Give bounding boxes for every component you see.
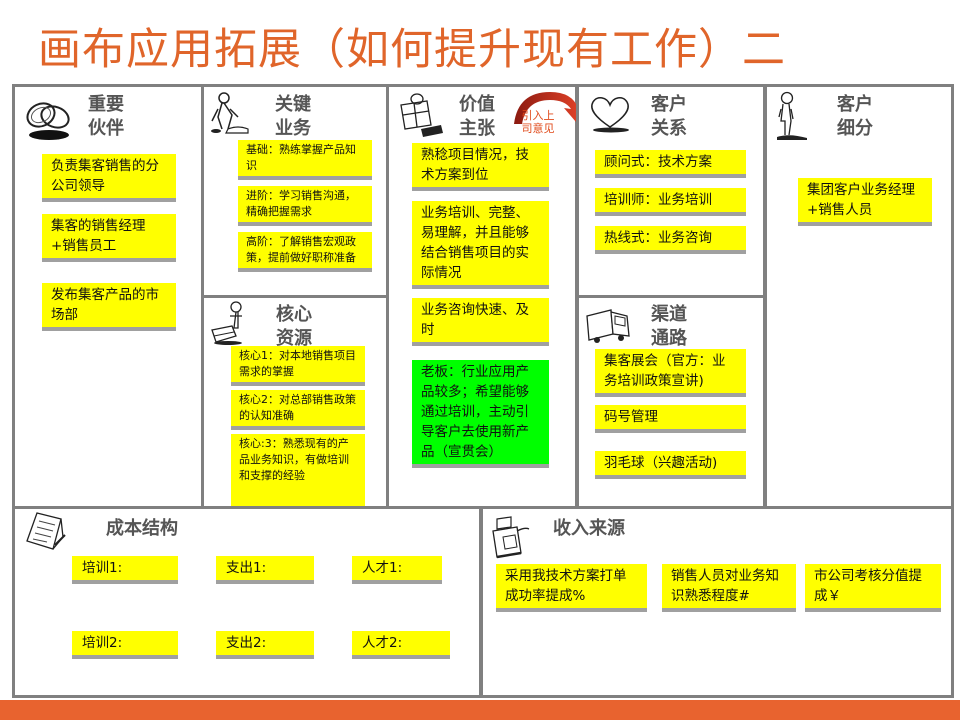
sticky-note[interactable]: 业务咨询快速、及时 xyxy=(412,298,549,346)
revenue-streams-heading: 收入来源 xyxy=(553,518,625,539)
sticky-note[interactable]: 销售人员对业务知识熟悉程度# xyxy=(662,564,796,612)
key-partners-heading: 重要 伙伴 xyxy=(88,94,124,139)
arrow-label: 引入上司意见 xyxy=(521,109,555,135)
sticky-note[interactable]: 进阶：学习销售沟通，精确把握需求 xyxy=(238,186,372,226)
customer-segments-heading: 客户 细分 xyxy=(837,94,873,139)
sticky-note[interactable]: 羽毛球（兴趣活动) xyxy=(595,451,746,479)
heart-icon xyxy=(587,93,633,135)
key-partners-block: 重要 伙伴 负责集客销售的分公司领导 集客的销售经理+销售员工 发布集客产品的市… xyxy=(12,84,205,510)
cost-structure-block: 成本结构 培训1: 支出1: 人才1: 培训2: 支出2: 人才2: xyxy=(12,506,482,698)
sticky-note[interactable]: 顾问式：技术方案 xyxy=(595,150,746,178)
footer-bar xyxy=(0,700,960,720)
sticky-note[interactable]: 采用我技术方案打单成功率提成% xyxy=(496,564,647,612)
standing-person-icon xyxy=(773,91,813,143)
sticky-note[interactable]: 人才1: xyxy=(352,556,442,584)
sticky-note[interactable]: 核心:3：熟悉现有的产品业务知识，有做培训和支撑的经验 xyxy=(231,434,365,510)
key-resources-block: 核心 资源 核心1：对本地销售项目需求的掌握 核心2：对总部销售政策的认知准确 … xyxy=(201,295,390,510)
sticky-note[interactable]: 人才2: xyxy=(352,631,450,659)
sticky-note[interactable]: 码号管理 xyxy=(595,405,746,433)
sticky-note[interactable]: 负责集客销售的分公司领导 xyxy=(42,154,176,202)
sticky-note[interactable]: 市公司考核分值提成￥ xyxy=(805,564,941,612)
key-resources-heading: 核心 资源 xyxy=(276,304,312,349)
sticky-note[interactable]: 培训2: xyxy=(72,631,178,659)
page-title: 画布应用拓展（如何提升现有工作）二 xyxy=(38,25,786,75)
channels-heading: 渠道 通路 xyxy=(651,304,687,349)
document-pages-icon xyxy=(23,509,69,555)
sticky-note[interactable]: 发布集客产品的市场部 xyxy=(42,283,176,331)
sticky-note[interactable]: 培训1: xyxy=(72,556,178,584)
customer-relationships-heading: 客户 关系 xyxy=(651,94,687,139)
worker-digging-icon xyxy=(208,91,250,135)
highlight-sticky-note[interactable]: 老板：行业应用产品较多；希望能够通过培训，主动引导客户去使用新产品（宣贯会） xyxy=(412,360,549,468)
sticky-note[interactable]: 集客展会（官方：业务培训政策宣讲) xyxy=(595,349,746,397)
linked-rings-icon xyxy=(23,95,75,141)
sticky-note[interactable]: 支出2: xyxy=(216,631,314,659)
sticky-note[interactable]: 集团客户业务经理+销售人员 xyxy=(798,178,932,226)
value-propositions-heading: 价值 主张 xyxy=(459,94,495,139)
key-activities-block: 关键 业务 基础：熟练掌握产品知识 进阶：学习销售沟通，精确把握需求 高阶：了解… xyxy=(201,84,390,298)
sticky-note[interactable]: 培训师：业务培训 xyxy=(595,188,746,216)
business-model-canvas: 重要 伙伴 负责集客销售的分公司领导 集客的销售经理+销售员工 发布集客产品的市… xyxy=(12,84,954,698)
sticky-note[interactable]: 支出1: xyxy=(216,556,314,584)
gift-box-icon xyxy=(397,91,445,139)
revenue-streams-block: 收入来源 采用我技术方案打单成功率提成% 销售人员对业务知识熟悉程度# 市公司考… xyxy=(480,506,954,698)
sticky-note[interactable]: 热线式：业务咨询 xyxy=(595,226,746,254)
sticky-note[interactable]: 核心2：对总部销售政策的认知准确 xyxy=(231,390,365,430)
channels-block: 渠道 通路 集客展会（官方：业务培训政策宣讲) 码号管理 羽毛球（兴趣活动) xyxy=(576,295,766,510)
delivery-truck-icon xyxy=(583,306,631,346)
person-with-cart-icon xyxy=(208,300,252,346)
customer-segments-block: 客户 细分 集团客户业务经理+销售人员 xyxy=(764,84,954,510)
sticky-note[interactable]: 核心1：对本地销售项目需求的掌握 xyxy=(231,346,365,386)
sticky-note[interactable]: 基础：熟练掌握产品知识 xyxy=(238,140,372,180)
customer-relationships-block: 客户 关系 顾问式：技术方案 培训师：业务培训 热线式：业务咨询 xyxy=(576,84,766,298)
curved-arrow-icon xyxy=(510,90,590,126)
cash-register-icon xyxy=(489,513,533,559)
sticky-note[interactable]: 熟稔项目情况，技术方案到位 xyxy=(412,143,549,191)
sticky-note[interactable]: 高阶：了解销售宏观政策，提前做好职称准备 xyxy=(238,232,372,272)
key-activities-heading: 关键 业务 xyxy=(275,94,311,139)
sticky-note[interactable]: 集客的销售经理+销售员工 xyxy=(42,214,176,262)
cost-structure-heading: 成本结构 xyxy=(106,518,178,539)
value-propositions-block: 价值 主张 熟稔项目情况，技术方案到位 业务培训、完整、易理解，并且能够结合销售… xyxy=(386,84,578,510)
sticky-note[interactable]: 业务培训、完整、易理解，并且能够结合销售项目的实际情况 xyxy=(412,201,549,289)
